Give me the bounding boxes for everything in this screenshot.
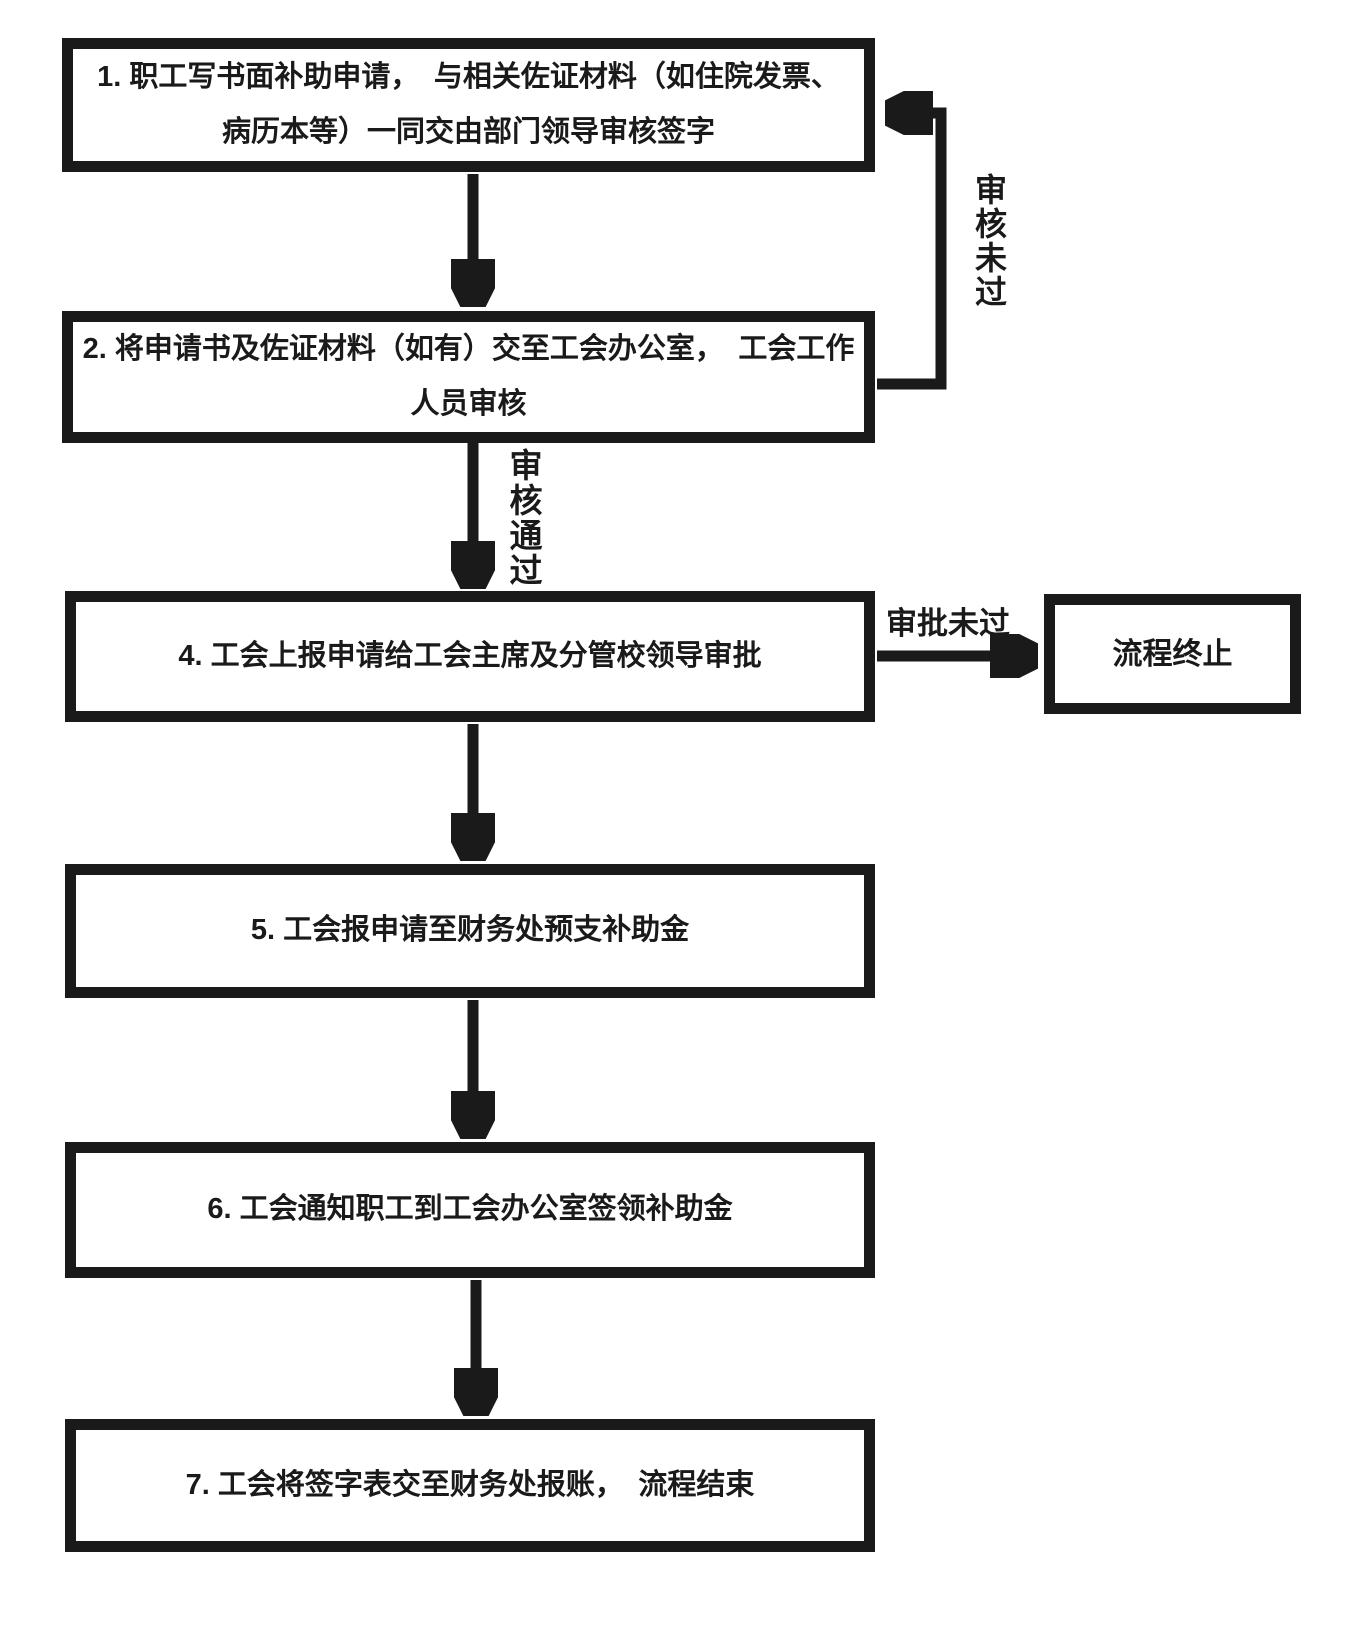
flow-step-1-line2: 病历本等）一同交由部门领导审核签字 (221, 116, 715, 148)
flow-step-5: 5. 工会报申请至财务处预支补助金 (65, 864, 875, 998)
flow-step-4-text: 4. 工会上报申请给工会主席及分管校领导审批 (178, 639, 762, 672)
edge-label-approval-failed: 审批未过 (886, 606, 1010, 641)
flow-terminate: 流程终止 (1044, 594, 1301, 714)
edge-label-review-failed: 审核未过 (971, 173, 1007, 309)
flow-step-1-line1: 1. 职工写书面补助申请， 与相关佐证材料（如住院发票、 (97, 60, 840, 93)
flow-step-6: 6. 工会通知职工到工会办公室签领补助金 (65, 1142, 875, 1278)
flow-step-2: 2. 将申请书及佐证材料（如有）交至工会办公室， 工会工作 人员审核 (62, 311, 875, 443)
flow-step-6-text: 6. 工会通知职工到工会办公室签领补助金 (207, 1193, 733, 1226)
flow-step-5-text: 5. 工会报申请至财务处预支补助金 (250, 914, 690, 947)
flow-step-7-text: 7. 工会将签字表交至财务处报账， 流程结束 (185, 1468, 755, 1501)
flow-step-7: 7. 工会将签字表交至财务处报账， 流程结束 (65, 1419, 875, 1552)
flow-step-2-line2: 人员审核 (410, 388, 527, 420)
flow-terminate-text: 流程终止 (1112, 637, 1233, 671)
flow-step-2-line1: 2. 将申请书及佐证材料（如有）交至工会办公室， 工会工作 (82, 332, 855, 365)
flow-step-4: 4. 工会上报申请给工会主席及分管校领导审批 (65, 591, 875, 722)
arrow-loop-review-failed (877, 113, 947, 390)
flow-step-1: 1. 职工写书面补助申请， 与相关佐证材料（如住院发票、 病历本等）一同交由部门… (62, 38, 875, 172)
edge-label-review-passed: 审核通过 (505, 448, 542, 588)
